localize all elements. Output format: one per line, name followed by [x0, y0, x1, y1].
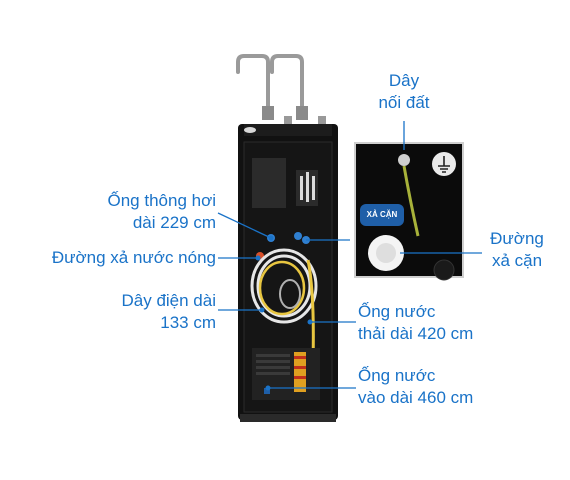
- label-drain-outlet: Đường xả cặn: [490, 229, 544, 270]
- label-inlet-pipe: Ống nước vào dài 460 cm: [358, 366, 474, 407]
- coiled-hose-yellow: [258, 260, 306, 316]
- ground-symbol-glyph: [438, 156, 450, 173]
- drain-badge: XẢ CẶN: [360, 204, 404, 226]
- inset-port: [433, 259, 455, 281]
- ground-screw: [398, 154, 410, 166]
- leader-lines: [217, 121, 482, 389]
- label-vent-pipe: Ống thông hơi dài 229 cm: [107, 191, 217, 232]
- leader-dot-inlet: [265, 385, 271, 391]
- leader-dot-power: [259, 307, 265, 313]
- ground-wire: [402, 165, 420, 237]
- faucet-base-left: [262, 106, 274, 120]
- power-cord-coil: [279, 279, 301, 309]
- label-ground-wire: Dây nối đất: [378, 71, 430, 112]
- leader-vent: [217, 212, 272, 239]
- top-knob-center: [284, 116, 292, 124]
- label-power-cord: Dây điện dài 133 cm: [121, 291, 216, 332]
- coiled-hose-white: [250, 248, 318, 324]
- drain-cap-inner: [376, 243, 396, 263]
- vent-slots: [300, 172, 315, 202]
- base-stand: [240, 414, 336, 422]
- top-panel: [244, 124, 332, 136]
- faucet-left: [236, 54, 270, 114]
- inlet-valve: [264, 388, 270, 394]
- faucet-base-right: [296, 106, 308, 120]
- drain-badge-text: XẢ CẶN: [366, 210, 398, 219]
- leader-dot-vent: [268, 235, 274, 241]
- label-waste-pipe: Ống nước thải dài 420 cm: [358, 302, 474, 343]
- port-a: [294, 232, 302, 240]
- leader-dot-waste: [307, 319, 313, 325]
- faucet-right: [270, 54, 304, 114]
- lower-vent-slots: [256, 354, 290, 375]
- leader-dot-hot: [255, 255, 261, 261]
- warning-labels: [294, 352, 306, 392]
- label-hot-drain: Đường xả nước nóng: [51, 248, 216, 267]
- brand-logo-icon: [244, 127, 256, 133]
- top-knob-right: [318, 116, 326, 124]
